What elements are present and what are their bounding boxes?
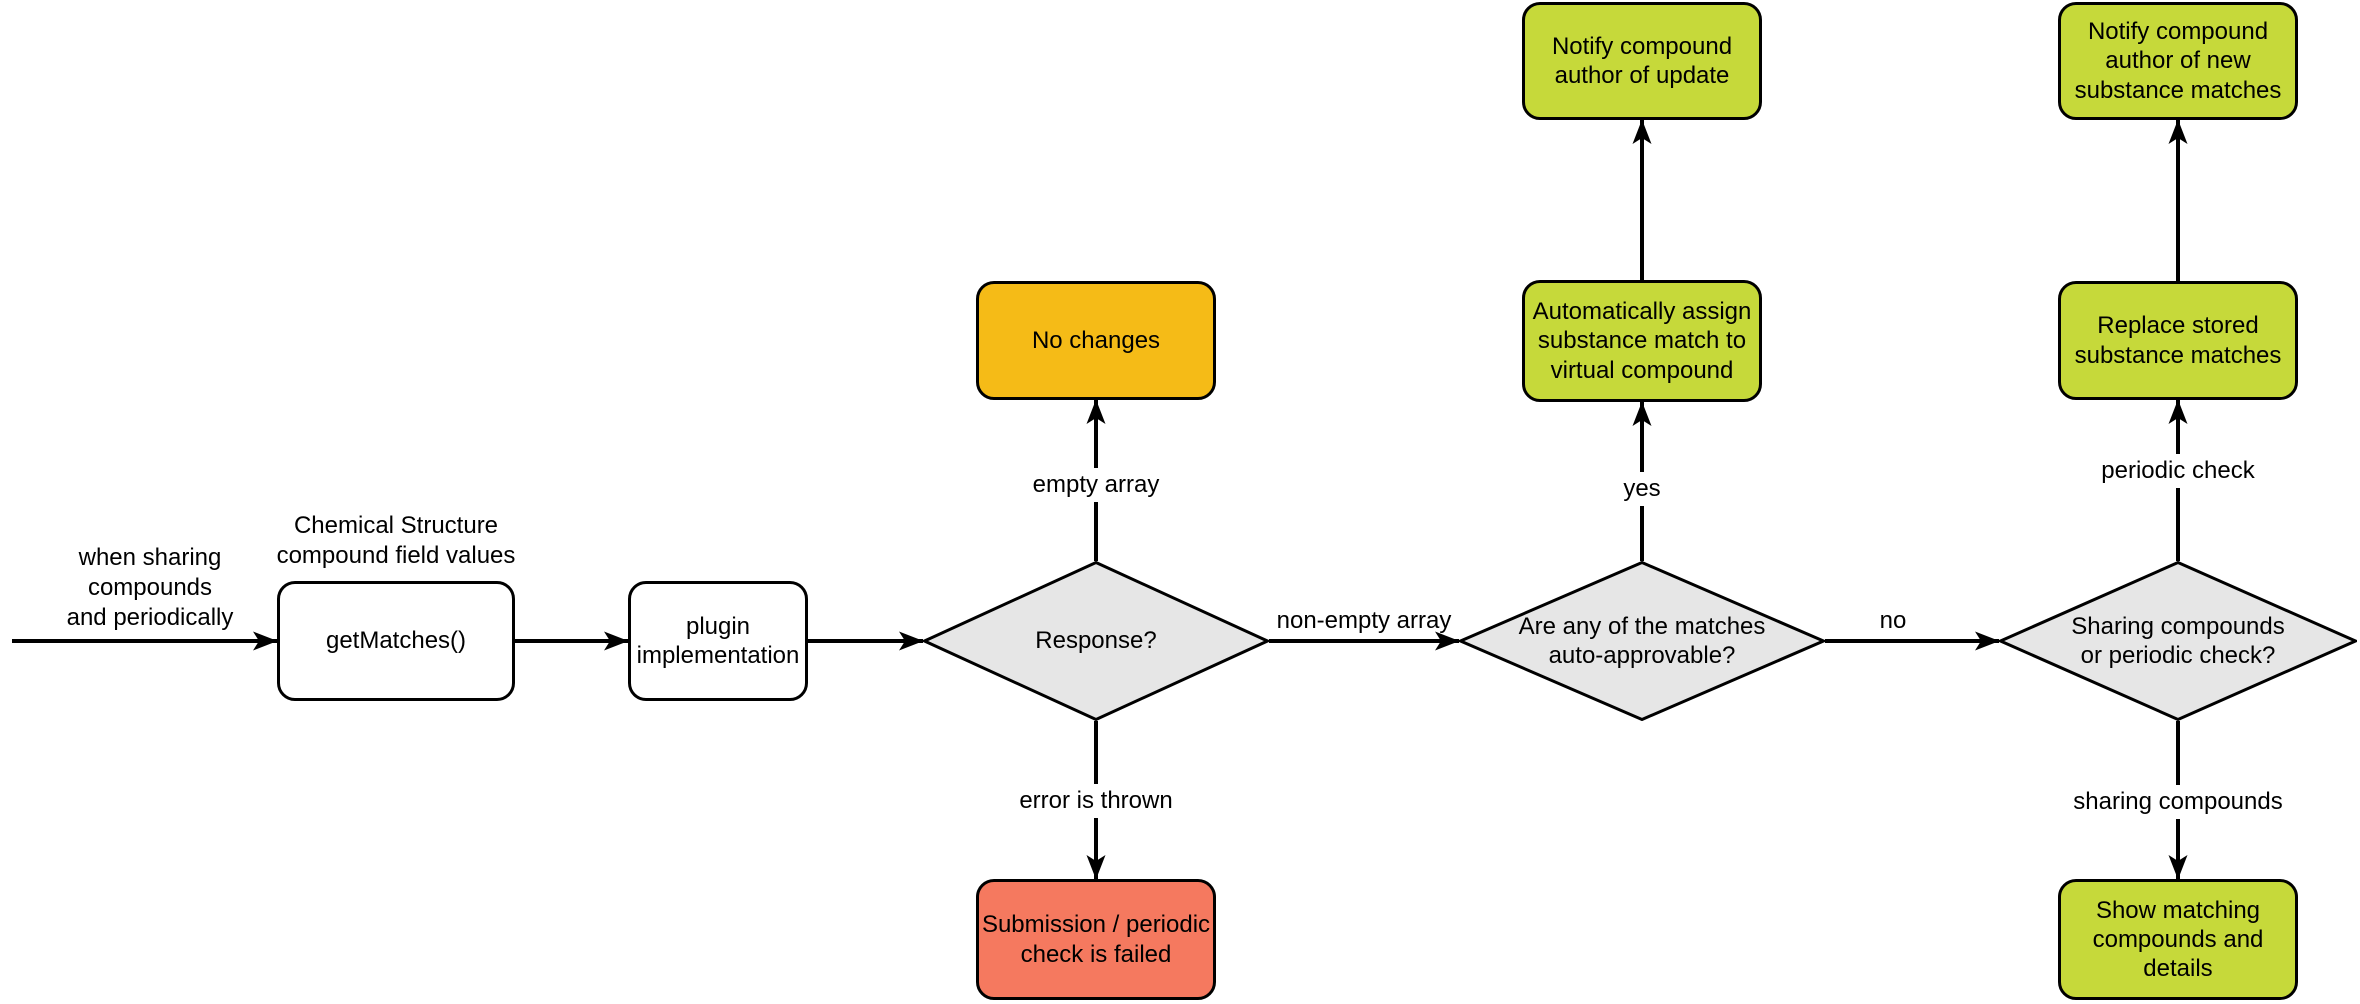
action-assign-substance-match-label: Automatically assign substance match to … <box>1532 298 1752 384</box>
terminal-submission-failed-label: Submission / periodic check is failed <box>981 911 1211 968</box>
terminal-no-changes-label: No changes <box>1031 326 1161 354</box>
annotation-chemical-structure: Chemical Structure compound field values <box>276 512 516 569</box>
node-plugin-implementation: plugin implementation <box>628 581 808 701</box>
action-notify-author-update: Notify compound author of update <box>1522 2 1762 120</box>
edge-label-periodic-check: periodic check <box>2092 454 2264 488</box>
decision-auto-approvable-label: Are any of the matches auto-approvable? <box>1518 612 1766 669</box>
action-assign-substance-match: Automatically assign substance match to … <box>1522 280 1762 402</box>
decision-response-shape <box>923 561 1269 721</box>
action-replace-stored-matches-label: Replace stored substance matches <box>2074 312 2282 369</box>
decision-auto-approvable-shape <box>1459 561 1825 721</box>
terminal-no-changes: No changes <box>976 281 1216 400</box>
decision-sharing-or-periodic-label: Sharing compounds or periodic check? <box>2071 612 2285 669</box>
action-show-matching-compounds-label: Show matching compounds and details <box>2092 896 2264 983</box>
node-get-matches: getMatches() <box>277 581 515 701</box>
node-get-matches-label: getMatches() <box>325 627 467 655</box>
edge-label-sharing-compounds: sharing compounds <box>2064 785 2292 819</box>
decision-sharing-or-periodic-shape <box>1999 561 2357 721</box>
decision-sharing-or-periodic: Sharing compounds or periodic check? <box>1999 561 2357 721</box>
decision-response-label: Response? <box>1035 627 1157 655</box>
decision-response: Response? <box>923 561 1269 721</box>
action-notify-author-new-matches: Notify compound author of new substance … <box>2058 2 2298 120</box>
terminal-submission-failed: Submission / periodic check is failed <box>976 879 1216 1000</box>
action-replace-stored-matches: Replace stored substance matches <box>2058 281 2298 400</box>
edge-label-no: no <box>1879 607 1907 634</box>
node-plugin-implementation-label: plugin implementation <box>636 612 800 669</box>
edge-label-trigger: when sharing compounds and periodically <box>66 544 234 631</box>
action-notify-author-new-matches-label: Notify compound author of new substance … <box>2074 18 2282 104</box>
decision-auto-approvable: Are any of the matches auto-approvable? <box>1459 561 1825 721</box>
edge-label-yes: yes <box>1614 472 1670 506</box>
action-notify-author-update-label: Notify compound author of update <box>1551 32 1733 89</box>
action-show-matching-compounds: Show matching compounds and details <box>2058 879 2298 1000</box>
edge-label-non-empty-array: non-empty array <box>1276 607 1452 634</box>
edge-label-error-is-thrown: error is thrown <box>1010 784 1182 818</box>
edge-label-empty-array: empty array <box>1023 468 1169 502</box>
